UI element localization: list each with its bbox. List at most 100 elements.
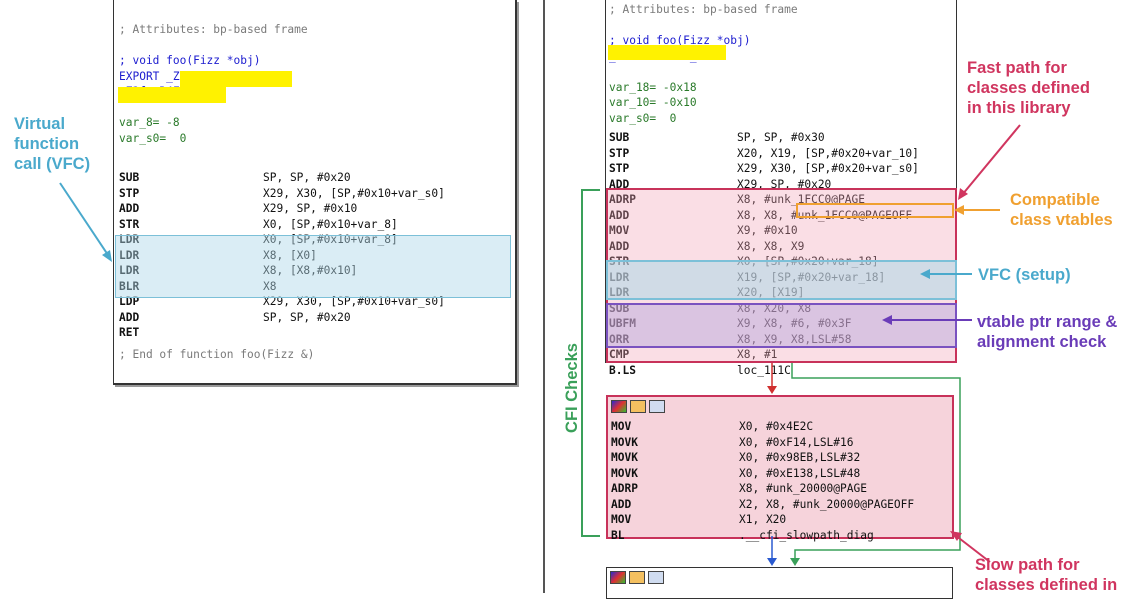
- operands: X20, X19, [SP,#0x20+var_10]: [737, 146, 919, 160]
- slow-path-iconbar: [611, 400, 668, 418]
- opcode: B.LS: [609, 363, 636, 377]
- operands: X8, [X8,#0x10]: [263, 264, 358, 277]
- operands: X29, X30, [SP,#0x10+var_s0]: [263, 295, 445, 308]
- fast-path-arrowhead: [958, 188, 968, 200]
- header-line: ; void foo(Fizz *obj): [609, 34, 751, 47]
- right-vtable-check-box: [606, 303, 957, 348]
- opcode: ADD: [609, 239, 630, 253]
- header-line: var_10= -0x10: [609, 96, 697, 109]
- opcode: LDR: [119, 264, 140, 277]
- next-block-iconbar: [610, 571, 667, 589]
- opcode: CMP: [609, 348, 630, 361]
- opcode: ADD: [609, 177, 630, 191]
- operands: SP, SP, #0x20: [263, 310, 351, 324]
- opcode: UBFM: [609, 317, 636, 330]
- operands: X29, SP, #0x10: [263, 202, 358, 215]
- cfi-bracket: [581, 189, 600, 537]
- right-fast-path-panel: ; Attributes: bp-based frame ; void foo(F…: [605, 0, 957, 377]
- vfc-arrowhead: [102, 250, 112, 262]
- operands: X8, X9, X8,LSL#58: [737, 332, 852, 346]
- operands: X8, #unk_20000@PAGE: [739, 482, 867, 495]
- header-line: ; void foo(Fizz *obj): [119, 54, 261, 67]
- opcode: STR: [119, 217, 140, 231]
- opcode: MOV: [611, 513, 632, 526]
- slow-path-annotation: Slow path for classes defined in: [975, 556, 1118, 594]
- vtable-annotation: vtable ptr range & alignment check: [977, 313, 1118, 351]
- opcode: ADRP: [611, 482, 638, 495]
- right-compat-box: [796, 203, 954, 218]
- right-highlight-z3foo: [608, 45, 726, 60]
- opcode: MOV: [611, 420, 632, 433]
- opcode: MOVK: [611, 466, 638, 480]
- operands: X29, SP, #0x20: [737, 177, 832, 191]
- operands: X29, X30, [SP,#0x20+var_s0]: [737, 162, 919, 175]
- opcode: RET: [119, 326, 140, 339]
- operands: X29, X30, [SP,#0x10+var_s0]: [263, 186, 445, 200]
- cfi-annotation: CFI Checks: [563, 343, 581, 433]
- opcode: MOV: [609, 224, 630, 237]
- operands: X8, X8, X9: [737, 239, 805, 253]
- flow-green-arrowhead: [790, 558, 800, 566]
- left-highlight-z3foo: [180, 71, 292, 87]
- header-line: var_8= -8: [119, 116, 180, 129]
- opcode: ADD: [611, 497, 632, 511]
- right-next-block-panel: [606, 567, 953, 599]
- opcode: ADRP: [609, 193, 636, 206]
- vfc-arrow: [59, 182, 111, 259]
- operands: loc_111C: [737, 363, 791, 377]
- operands: X8, #unk_1FCC0@PAGE: [737, 193, 865, 206]
- operands: X0, [SP,#0x10+var_8]: [263, 233, 398, 246]
- flow-red-arrowhead: [767, 386, 777, 394]
- operands: X0, #0xE138,LSL#48: [739, 466, 861, 480]
- left-disassembly-panel: ; Attributes: bp-based frame ; void foo(F…: [113, 0, 517, 385]
- compat-annotation: Compatible class vtables: [1010, 191, 1113, 229]
- fast-path-arrow: [961, 124, 1021, 196]
- operands: .__cfi_slowpath_diag: [739, 528, 874, 542]
- opcode: ADD: [119, 202, 140, 215]
- header-line: ; Attributes: bp-based frame: [119, 23, 308, 36]
- opcode: ADD: [119, 310, 140, 324]
- vfc-setup-annotation: VFC (setup): [978, 266, 1071, 284]
- operands: X1, X20: [739, 513, 787, 526]
- center-divider: [543, 0, 545, 593]
- operands: X0, #0x4E2C: [739, 420, 814, 433]
- operands: X2, X8, #unk_20000@PAGEOFF: [739, 497, 915, 511]
- operands: X9, X8, #6, #0x3F: [737, 317, 852, 330]
- header-line: var_18= -0x18: [609, 80, 697, 94]
- opcode: STP: [119, 186, 140, 200]
- operands: X8: [263, 279, 277, 293]
- opcode: ADD: [609, 208, 630, 222]
- edit-icon: [630, 400, 646, 413]
- opcode: MOVK: [611, 451, 638, 464]
- graph-color-icon: [611, 400, 627, 413]
- graph-color-icon: [610, 571, 626, 584]
- header-line: var_s0= 0: [119, 131, 187, 145]
- flow-blue-arrowhead: [767, 558, 777, 566]
- opcode: LDP: [119, 295, 140, 308]
- opcode: SUB: [609, 131, 630, 144]
- left-vfc-box: [115, 235, 511, 298]
- left-end-comment: ; End of function foo(Fizz &): [119, 348, 315, 361]
- opcode: STP: [609, 146, 630, 160]
- vfc-annotation: Virtual function call (VFC): [14, 115, 91, 173]
- opcode: BLR: [119, 279, 140, 293]
- list-icon: [648, 571, 664, 584]
- header-line: var_s0= 0: [609, 111, 677, 125]
- opcode: MOVK: [611, 435, 638, 449]
- operands: X0, #0xF14,LSL#16: [739, 435, 854, 449]
- operands: X8, [X0]: [263, 248, 317, 262]
- header-line: ; Attributes: bp-based frame: [609, 3, 798, 16]
- fast-path-annotation: Fast path for classes defined in this li…: [967, 59, 1090, 117]
- opcode: LDR: [119, 233, 140, 246]
- operands: X9, #0x10: [737, 224, 798, 237]
- right-vfc-setup-box: [606, 260, 957, 300]
- operands: SP, SP, #0x30: [737, 131, 825, 144]
- list-icon: [649, 400, 665, 413]
- operands: SP, SP, #0x20: [263, 171, 351, 184]
- operands: X0, [SP,#0x10+var_8]: [263, 217, 398, 231]
- operands: X8, X8, #unk_1FCC0@PAGEOFF: [737, 208, 913, 222]
- operands: X8, #1: [737, 348, 778, 361]
- opcode: SUB: [119, 171, 140, 184]
- opcode: LDR: [119, 248, 140, 262]
